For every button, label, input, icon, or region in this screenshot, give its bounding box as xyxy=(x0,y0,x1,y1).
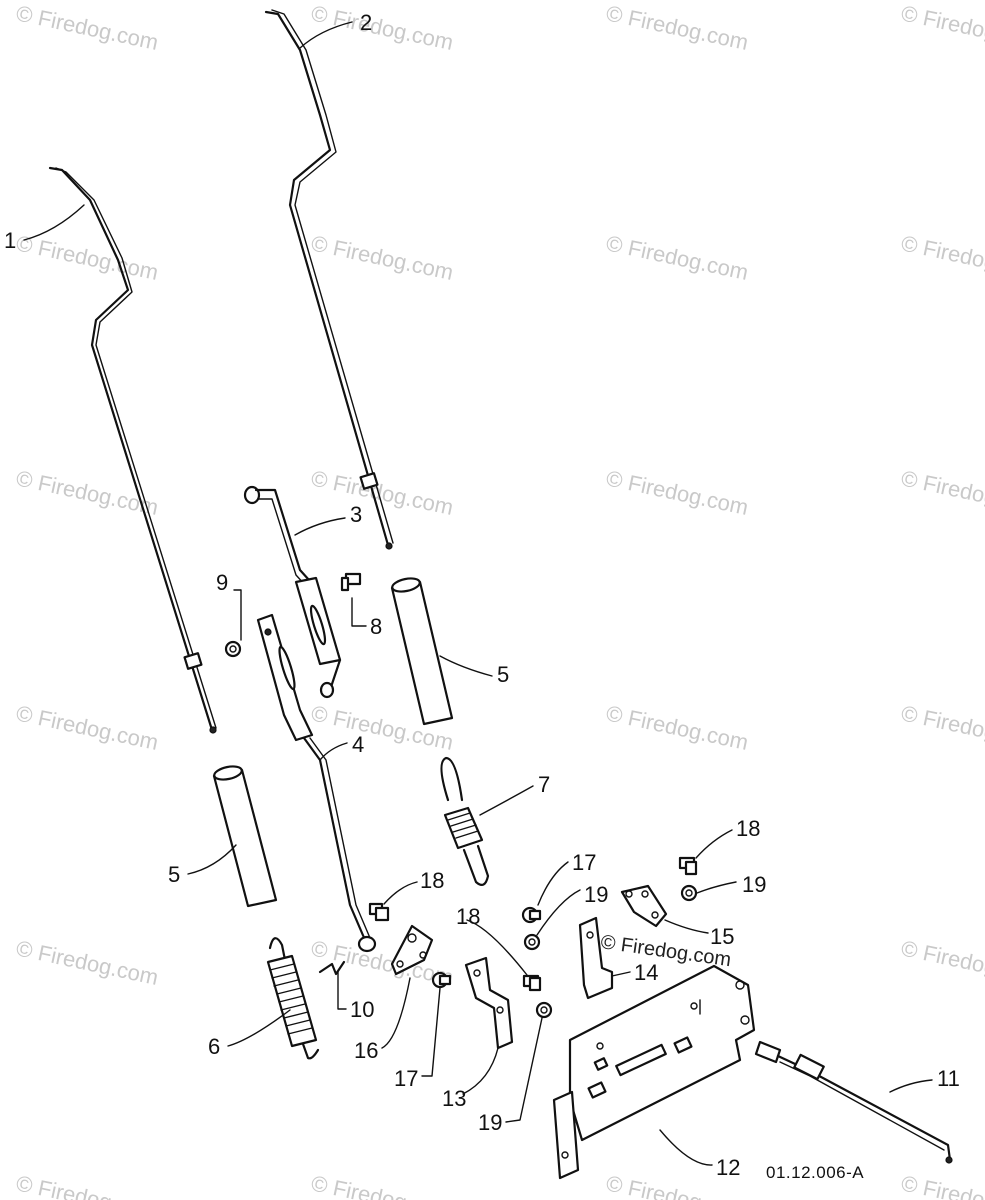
part-10-clip xyxy=(318,960,346,976)
part-5-grip-upper xyxy=(390,577,454,726)
label-16: 16 xyxy=(354,1038,378,1063)
part-3-rod xyxy=(243,485,342,699)
label-11: 11 xyxy=(937,1066,960,1091)
svg-text:© Firedog.com: © Firedog.com xyxy=(604,230,751,285)
part-18-bolt-left xyxy=(368,902,390,922)
leader-lines xyxy=(23,21,933,1166)
part-16-plate xyxy=(390,924,434,976)
label-3: 3 xyxy=(350,502,362,527)
part-17-bolt-upper xyxy=(521,906,542,924)
part-19-nut-right xyxy=(680,884,698,902)
label-18-left: 18 xyxy=(420,868,444,893)
svg-text:© Firedog.com: © Firedog.com xyxy=(14,935,161,990)
label-2: 2 xyxy=(360,10,372,35)
part-12-plate xyxy=(552,964,756,1180)
svg-text:© Firedog.com: © Firedog.com xyxy=(899,700,985,755)
label-17-lower: 17 xyxy=(394,1066,418,1091)
part-6-spring xyxy=(266,937,320,1060)
drawing-code: 01.12.006-A xyxy=(766,1163,864,1182)
label-19-upper: 19 xyxy=(584,882,608,907)
label-5-lower: 5 xyxy=(168,862,180,887)
part-1-rod xyxy=(48,166,217,734)
part-19-nut-lower xyxy=(535,1001,553,1019)
part-8-bolt xyxy=(340,572,362,592)
svg-text:© Firedog.com: © Firedog.com xyxy=(604,465,751,520)
label-4: 4 xyxy=(352,732,364,757)
part-11-rod xyxy=(754,1040,953,1164)
label-10: 10 xyxy=(350,997,374,1022)
part-18-bolt-middle xyxy=(522,974,542,992)
svg-text:© Firedog.com: © Firedog.com xyxy=(14,230,161,285)
svg-text:© Firedog.com: © Firedog.com xyxy=(899,230,985,285)
svg-text:© Firedog.com: © Firedog.com xyxy=(14,1170,161,1200)
part-18-bolt-right xyxy=(678,856,698,876)
part-7-spring xyxy=(440,756,490,886)
part-17-bolt-lower xyxy=(431,971,452,989)
part-5-grip-lower xyxy=(212,765,278,908)
svg-text:© Firedog.com: © Firedog.com xyxy=(899,1170,985,1200)
part-14-bracket xyxy=(578,916,614,1000)
svg-text:© Firedog.com: © Firedog.com xyxy=(604,0,751,55)
part-labels: 1 2 3 4 5 5 6 7 8 9 10 11 12 13 14 15 16… xyxy=(4,10,960,1180)
label-17-upper: 17 xyxy=(572,850,596,875)
label-9: 9 xyxy=(216,570,228,595)
label-8: 8 xyxy=(370,614,382,639)
part-13-bracket xyxy=(464,956,514,1050)
label-6: 6 xyxy=(208,1034,220,1059)
svg-text:© Firedog.com: © Firedog.com xyxy=(309,465,456,520)
svg-text:© Firedog.com: © Firedog.com xyxy=(309,230,456,285)
label-12: 12 xyxy=(716,1155,740,1180)
part-15-plate xyxy=(620,884,668,928)
label-13: 13 xyxy=(442,1086,466,1111)
label-1: 1 xyxy=(4,228,16,253)
part-9-nut xyxy=(224,640,242,658)
label-5-upper: 5 xyxy=(497,662,509,687)
svg-text:© Firedog.com: © Firedog.com xyxy=(899,0,985,55)
part-2-rod xyxy=(264,9,394,550)
label-14: 14 xyxy=(634,960,658,985)
svg-text:© Firedog.com: © Firedog.com xyxy=(309,0,456,55)
svg-text:© Firedog.com: © Firedog.com xyxy=(14,0,161,55)
svg-text:© Firedog.com: © Firedog.com xyxy=(309,1170,456,1200)
svg-text:© Firedog.com: © Firedog.com xyxy=(899,465,985,520)
part-19-nut-upper xyxy=(523,933,541,951)
label-18-middle: 18 xyxy=(456,904,480,929)
part-4-rod xyxy=(256,613,377,953)
label-19-right: 19 xyxy=(742,872,766,897)
svg-text:© Firedog.com: © Firedog.com xyxy=(14,700,161,755)
label-7: 7 xyxy=(538,772,550,797)
svg-text:© Firedog.com: © Firedog.com xyxy=(899,935,985,990)
label-19-lower: 19 xyxy=(478,1110,502,1135)
label-18-right: 18 xyxy=(736,816,760,841)
label-15: 15 xyxy=(710,924,734,949)
svg-text:© Firedog.com: © Firedog.com xyxy=(604,700,751,755)
